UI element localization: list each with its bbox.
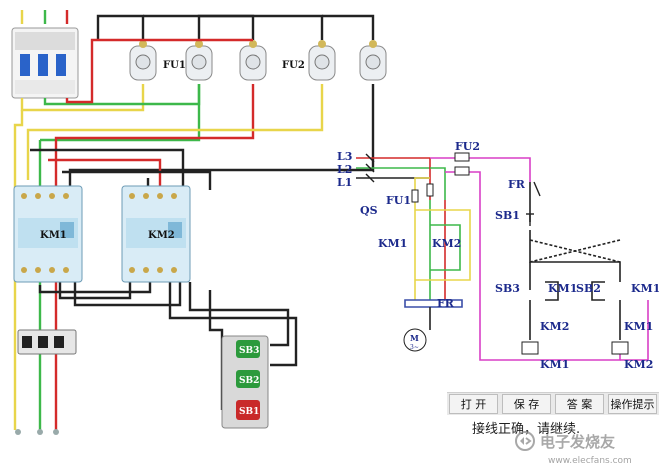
km1-aux2-label: KM1 <box>631 282 659 295</box>
motor-symbol[interactable] <box>403 328 427 352</box>
fuse-block-3[interactable] <box>239 40 267 81</box>
sb3-button[interactable] <box>236 340 260 358</box>
status-message: 接线正确，请继续. <box>472 422 581 437</box>
km2-main-label: KM2 <box>432 237 461 250</box>
sb2-device-label: SB2 <box>239 376 259 386</box>
motor-label: M <box>410 333 419 343</box>
fr-contact-label: FR <box>508 178 526 191</box>
fr-relay-label: FR <box>437 297 455 310</box>
km1-main-label: KM1 <box>378 237 407 250</box>
panel-wiring <box>13 10 375 430</box>
fu1-symbol[interactable] <box>411 183 434 203</box>
l3-label: L3 <box>337 150 352 163</box>
fuse-block-2[interactable] <box>185 40 213 81</box>
fu2-label: FU2 <box>282 60 305 71</box>
qs-switch-symbol[interactable] <box>365 153 375 183</box>
fu2-schematic-label: FU2 <box>455 140 480 153</box>
watermark: 电子发烧友 <box>514 430 615 452</box>
l1-label: L1 <box>337 176 352 189</box>
motor-terminals[interactable] <box>15 429 59 435</box>
fu1-schematic-label: FU1 <box>386 194 411 207</box>
fr-contact-symbol[interactable] <box>533 181 541 197</box>
km1-coil-label: KM1 <box>540 358 569 371</box>
sb3-schematic-label: SB3 <box>495 282 520 295</box>
sb3-device-label: SB3 <box>239 346 259 356</box>
contactor-km1[interactable] <box>13 185 83 283</box>
km1-interlock-label: KM1 <box>624 320 653 333</box>
km1-coil-symbol[interactable] <box>521 341 539 355</box>
fu1-label: FU1 <box>163 60 186 71</box>
fuse-block-4[interactable] <box>308 40 336 81</box>
watermark-logo-icon <box>515 431 535 451</box>
hint-button[interactable]: 操作提示 <box>608 394 657 414</box>
km1-device-label: KM1 <box>40 230 67 241</box>
watermark-domain: www.elecfans.com <box>548 456 632 466</box>
thermal-relay[interactable] <box>17 329 77 355</box>
qs-label: QS <box>360 204 378 217</box>
l2-label: L2 <box>337 163 352 176</box>
sb1-contact-symbol[interactable] <box>526 213 534 226</box>
km2-interlock-label: KM2 <box>540 320 569 333</box>
save-button[interactable]: 保 存 <box>502 394 551 414</box>
contactor-km2[interactable] <box>121 185 191 283</box>
sb2-schematic-label: SB2 <box>576 282 601 295</box>
km2-coil-symbol[interactable] <box>611 341 629 355</box>
schematic-wiring <box>356 157 649 361</box>
km2-coil-label: KM2 <box>624 358 653 371</box>
sb1-button[interactable] <box>236 400 260 420</box>
open-button[interactable]: 打 开 <box>449 394 498 414</box>
sb1-schematic-label: SB1 <box>495 209 520 222</box>
circuit-breaker[interactable] <box>11 27 79 99</box>
answer-button[interactable]: 答 案 <box>555 394 604 414</box>
fuse-block-1[interactable] <box>129 40 157 81</box>
sb1-device-label: SB1 <box>239 407 259 417</box>
motor-sub-label: 3~ <box>410 344 419 351</box>
km1-aux-label: KM1 <box>548 282 577 295</box>
fu2-symbol[interactable] <box>454 152 470 176</box>
sb2-button[interactable] <box>236 370 260 388</box>
km2-device-label: KM2 <box>148 230 175 241</box>
fuse-block-5[interactable] <box>359 40 387 81</box>
toolbar: 打 开 保 存 答 案 操作提示 <box>447 392 659 415</box>
watermark-brand: 电子发烧友 <box>540 432 616 451</box>
